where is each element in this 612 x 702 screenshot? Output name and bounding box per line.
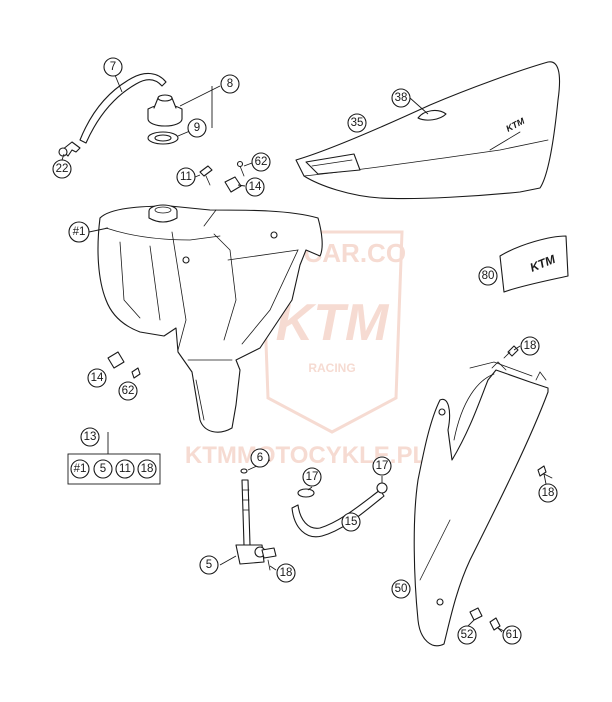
panel-screw-right <box>537 465 553 479</box>
watermark-sub-text: RACING <box>308 361 355 375</box>
callout-13: 13 <box>80 427 100 447</box>
panel-nut <box>469 607 483 621</box>
fuel-tap <box>235 468 277 571</box>
callout-6: 6 <box>250 448 270 468</box>
callout-18-upper: 18 <box>520 336 540 356</box>
hose-clamp-right <box>376 482 388 494</box>
hose-elbow-fitting <box>58 141 81 157</box>
callout-22: 22 <box>52 159 72 179</box>
svg-text:5: 5 <box>206 559 212 571</box>
svg-text:14: 14 <box>91 372 104 384</box>
rubber-bushing-upper <box>224 176 242 193</box>
svg-text:22: 22 <box>56 163 69 175</box>
svg-text:11: 11 <box>119 463 131 475</box>
svg-text:62: 62 <box>255 156 268 168</box>
callout-9: 9 <box>187 118 207 138</box>
callout-15: 15 <box>341 512 361 532</box>
callout-35: 35 <box>347 113 367 133</box>
washer-lower <box>131 367 141 379</box>
fuel-hose <box>291 489 385 538</box>
kit-item-1: #1 <box>70 459 90 479</box>
callout-11-upper: 11 <box>176 167 196 187</box>
callout-18-right: 18 <box>538 483 558 503</box>
parts-kit-box <box>67 453 161 485</box>
svg-text:50: 50 <box>395 583 408 595</box>
svg-text:52: 52 <box>461 629 474 641</box>
svg-text:18: 18 <box>141 463 154 475</box>
svg-text:17: 17 <box>376 460 389 472</box>
callout-7: 7 <box>103 57 123 77</box>
svg-text:7: 7 <box>110 61 116 73</box>
svg-text:#1: #1 <box>74 463 87 475</box>
panel-screw-lower <box>489 617 507 633</box>
callout-17-right: 17 <box>372 456 392 476</box>
callout-18-tap: 18 <box>276 563 296 583</box>
callout-62-upper: 62 <box>251 152 271 172</box>
callout-38: 38 <box>391 88 411 108</box>
fuel-breather-hose <box>79 73 167 144</box>
fuel-tank-cap <box>147 94 183 127</box>
svg-text:6: 6 <box>257 452 263 464</box>
svg-text:14: 14 <box>249 181 262 193</box>
washer-upper <box>236 160 245 177</box>
svg-text:18: 18 <box>280 567 293 579</box>
tank-cap-seal <box>147 131 179 145</box>
svg-text:80: 80 <box>482 270 495 282</box>
callout-62-lower: 62 <box>118 381 138 401</box>
seat-sticker: KTM <box>499 235 569 293</box>
hose-clamp-left <box>297 488 315 498</box>
callout-14-upper: 14 <box>245 177 265 197</box>
kit-item-5: 5 <box>93 459 113 479</box>
kit-item-18: 18 <box>137 459 157 479</box>
svg-text:35: 35 <box>351 117 364 129</box>
svg-text:18: 18 <box>524 340 537 352</box>
svg-text:38: 38 <box>395 92 408 104</box>
kit-item-11: 11 <box>115 459 135 479</box>
tank-screw-upper <box>199 165 213 186</box>
svg-text:8: 8 <box>227 78 233 90</box>
svg-text:62: 62 <box>122 385 135 397</box>
watermark: DUCAR.CO KTM RACING KTMMOTOCYKLE.PL <box>185 230 427 469</box>
side-cover-panel <box>413 361 549 647</box>
callout-50: 50 <box>391 579 411 599</box>
svg-text:11: 11 <box>180 171 192 183</box>
callout-tank-1: #1 <box>68 221 90 243</box>
svg-text:13: 13 <box>84 431 97 443</box>
callout-52: 52 <box>457 625 477 645</box>
callout-61: 61 <box>502 625 522 645</box>
svg-text:15: 15 <box>345 516 358 528</box>
seat: KTM <box>295 61 561 200</box>
callout-14-lower: 14 <box>87 368 107 388</box>
callout-80: 80 <box>478 266 498 286</box>
svg-text:18: 18 <box>542 487 555 499</box>
rubber-bushing-lower <box>107 351 125 369</box>
callout-8: 8 <box>220 74 240 94</box>
svg-text:5: 5 <box>100 463 106 475</box>
callout-17-left: 17 <box>302 467 322 487</box>
callout-5: 5 <box>199 555 219 575</box>
svg-text:61: 61 <box>506 629 519 641</box>
svg-text:#1: #1 <box>73 226 86 238</box>
watermark-brand-text: KTM <box>276 294 390 352</box>
svg-text:9: 9 <box>194 122 200 134</box>
svg-text:17: 17 <box>306 471 319 483</box>
panel-screw-upper <box>503 345 519 359</box>
fuel-tank <box>97 204 323 433</box>
